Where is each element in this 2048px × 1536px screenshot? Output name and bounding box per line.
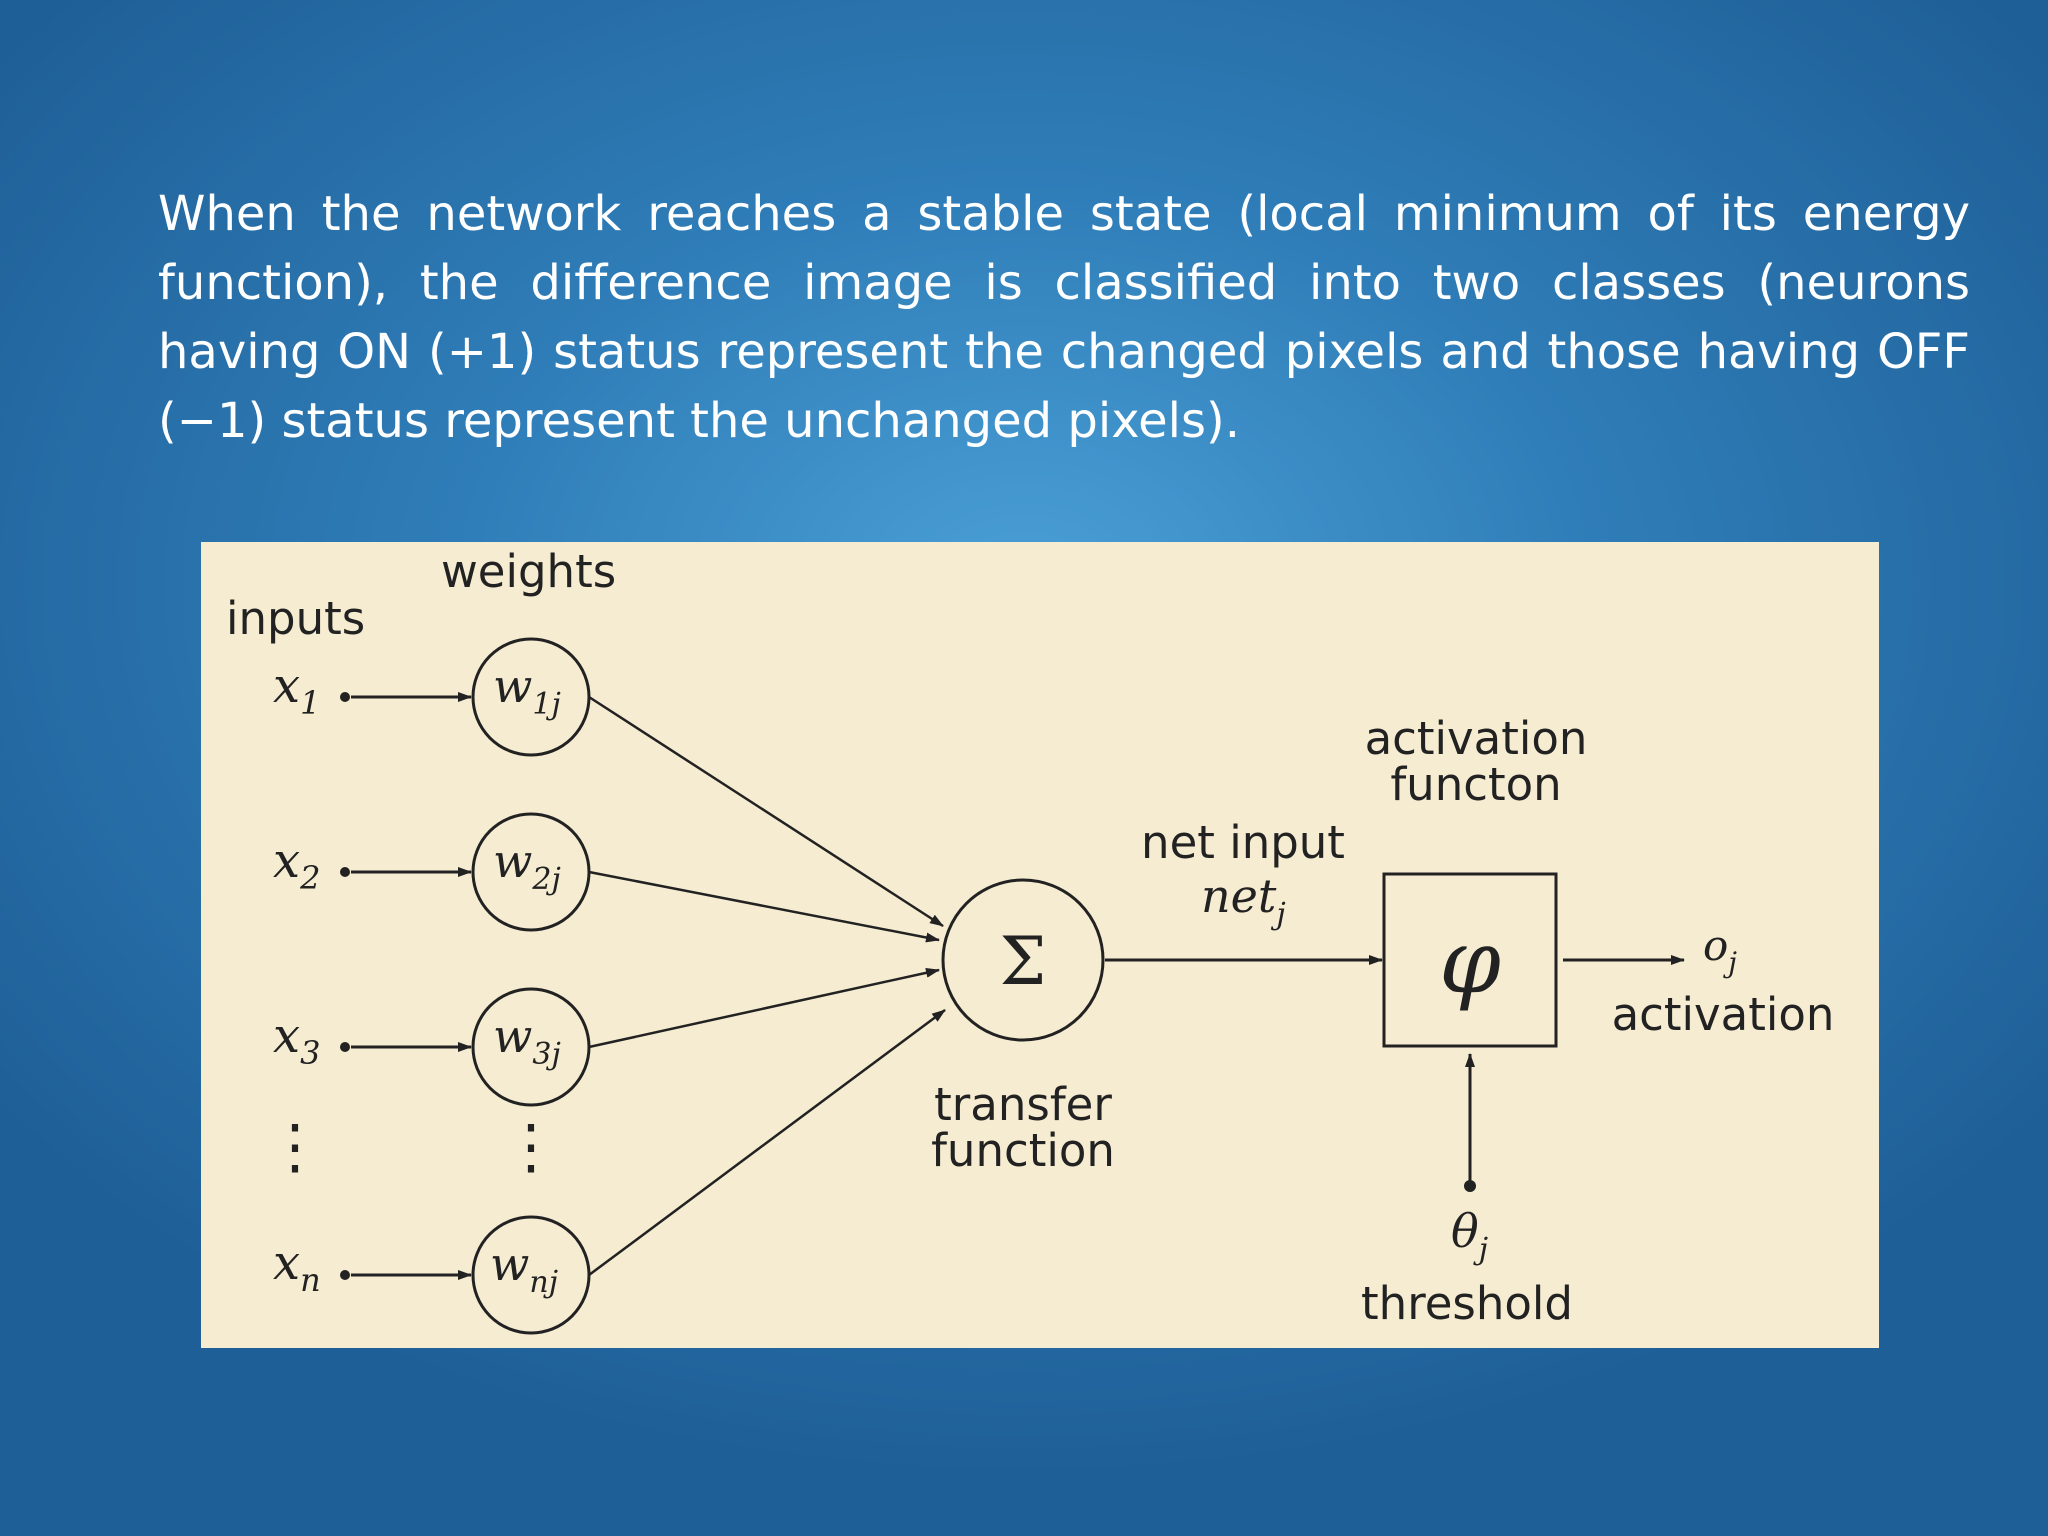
arrow-w2j-to-sum	[588, 870, 940, 943]
arrow-wnj-to-sum	[588, 1008, 946, 1277]
neuron-diagram-svg: weights inputs x1 x2 x3 xn ⋮ ⋮ w1j w2j w…	[226, 545, 1835, 1335]
net-input-label: net input	[1141, 816, 1345, 869]
neuron-diagram: weights inputs x1 x2 x3 xn ⋮ ⋮ w1j w2j w…	[201, 542, 1879, 1348]
transfer-label-line1: transfer	[934, 1078, 1112, 1131]
threshold-label: threshold	[1361, 1277, 1573, 1330]
activation-function-box	[1382, 872, 1558, 1048]
net-j-label: netj	[1201, 869, 1286, 932]
activation-function-label-line1: activation	[1365, 712, 1588, 765]
threshold-dot	[1464, 1180, 1476, 1192]
arrow-w1j-to-sum	[588, 695, 944, 928]
sum-symbol: Σ	[1000, 923, 1047, 1000]
weight-wnj-label: wnj	[490, 1237, 558, 1300]
input-xn-dot	[340, 1270, 350, 1280]
input-x1-dot	[340, 692, 350, 702]
input-x2-label: x2	[273, 833, 320, 897]
input-xn-label: xn	[273, 1235, 321, 1299]
input-x3-label: x3	[273, 1008, 320, 1072]
arrow-w3j-to-sum	[588, 967, 940, 1049]
sum-node	[941, 878, 1105, 1042]
input-x2-dot	[340, 867, 350, 877]
threshold-theta-label: θj	[1451, 1204, 1488, 1267]
inputs-ellipsis: ⋮	[265, 1112, 325, 1182]
weight-w2j-label: w2j	[493, 834, 561, 897]
activation-output-label: activation	[1612, 988, 1835, 1041]
weight-w3j-label: w3j	[493, 1009, 561, 1072]
output-oj-label: oj	[1703, 921, 1737, 979]
weights-ellipsis: ⋮	[501, 1112, 561, 1182]
transfer-label-line2: function	[931, 1124, 1115, 1177]
input-x3-dot	[340, 1042, 350, 1052]
input-x1-label: x1	[273, 658, 320, 722]
inputs-label: inputs	[226, 592, 365, 645]
weight-w1j-label: w1j	[493, 659, 561, 722]
activation-function-label-line2: functon	[1390, 758, 1561, 811]
slide-paragraph: When the network reaches a stable state …	[158, 186, 1970, 449]
weights-label: weights	[441, 545, 616, 598]
phi-symbol: φ	[1439, 910, 1501, 1013]
